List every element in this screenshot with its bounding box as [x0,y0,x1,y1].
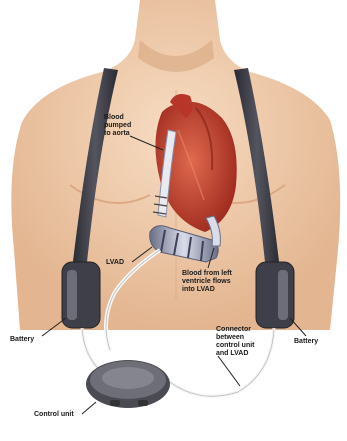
label-line: Blood from left [182,270,232,278]
label-line: Battery [294,338,318,346]
label-lvad: LVAD [106,259,124,267]
label-control-unit: Control unit [34,411,74,419]
label-line: and LVAD [216,350,255,358]
label-line: control unit [216,342,255,350]
label-line: Control unit [34,411,74,419]
label-connector: Connector between control unit and LVAD [216,326,255,358]
right-battery [256,262,294,328]
label-line: pumped [104,122,131,130]
label-battery-right: Battery [294,338,318,346]
label-line: Connector [216,326,255,334]
label-line: ventricle flows [182,278,232,286]
label-line: Blood [104,114,131,122]
label-line: to aorta [104,130,131,138]
label-blood-from-left-ventricle: Blood from left ventricle flows into LVA… [182,270,232,294]
left-battery [62,262,100,328]
label-line: into LVAD [182,286,232,294]
label-blood-pumped-to-aorta: Blood pumped to aorta [104,114,131,138]
control-unit [86,360,170,408]
label-line: Battery [10,336,34,344]
label-line: LVAD [106,259,124,267]
label-line: between [216,334,255,342]
label-battery-left: Battery [10,336,34,344]
